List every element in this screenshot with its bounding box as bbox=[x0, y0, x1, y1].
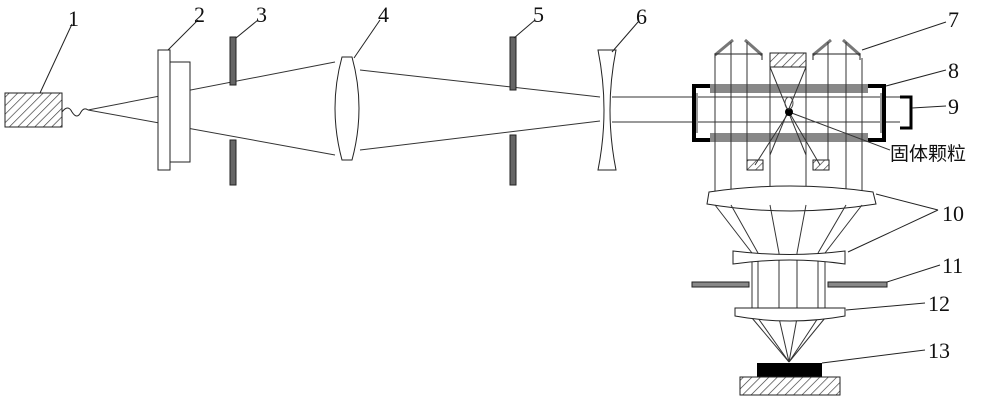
light-source-1 bbox=[4, 92, 63, 128]
aperture-5-bottom bbox=[509, 134, 517, 186]
label-12: 12 bbox=[928, 291, 950, 316]
label-4: 4 bbox=[378, 2, 389, 27]
label-1: 1 bbox=[68, 6, 79, 31]
reflector-7-frame bbox=[714, 53, 861, 60]
label-8: 8 bbox=[948, 58, 959, 83]
element-2-block bbox=[169, 61, 191, 163]
label-2: 2 bbox=[194, 2, 205, 27]
tube-8-right-cap bbox=[868, 84, 886, 142]
concave-lens-6 bbox=[597, 49, 617, 171]
lens-10-upper bbox=[706, 185, 877, 212]
tube-8-top-wall bbox=[710, 84, 868, 93]
mirror-bottom-right bbox=[812, 159, 830, 171]
aperture-3-top bbox=[229, 36, 237, 86]
converging-rays bbox=[714, 204, 863, 363]
label-13: 13 bbox=[928, 338, 950, 363]
label-10: 10 bbox=[942, 201, 964, 226]
solid-particle bbox=[785, 108, 793, 116]
lens-10-lower bbox=[732, 250, 846, 265]
bracket-9 bbox=[900, 95, 913, 130]
aperture-5-top bbox=[509, 36, 517, 91]
aperture-11-right bbox=[827, 281, 888, 288]
convex-lens-4 bbox=[334, 56, 360, 161]
label-5: 5 bbox=[533, 2, 544, 27]
label-7: 7 bbox=[948, 7, 959, 32]
element-2-plate bbox=[157, 49, 171, 171]
lens-12 bbox=[734, 307, 846, 322]
label-6: 6 bbox=[636, 4, 647, 29]
center-mirror-top bbox=[769, 52, 807, 68]
tube-8-bottom-wall bbox=[710, 133, 868, 142]
sample-stage bbox=[739, 376, 841, 396]
label-3: 3 bbox=[256, 2, 267, 27]
leader-lines bbox=[39, 19, 947, 364]
sample-13 bbox=[757, 363, 822, 377]
fiber bbox=[61, 107, 89, 117]
aperture-3-bottom bbox=[229, 139, 237, 186]
collected-rays bbox=[714, 42, 891, 205]
label-solid-particle: 固体颗粒 bbox=[890, 143, 966, 165]
label-9: 9 bbox=[948, 94, 959, 119]
particle-halo bbox=[784, 96, 794, 110]
tube-8-left-cap bbox=[692, 84, 710, 142]
label-11: 11 bbox=[942, 253, 963, 278]
aperture-11-left bbox=[691, 281, 750, 288]
beam-diverging bbox=[87, 61, 900, 156]
